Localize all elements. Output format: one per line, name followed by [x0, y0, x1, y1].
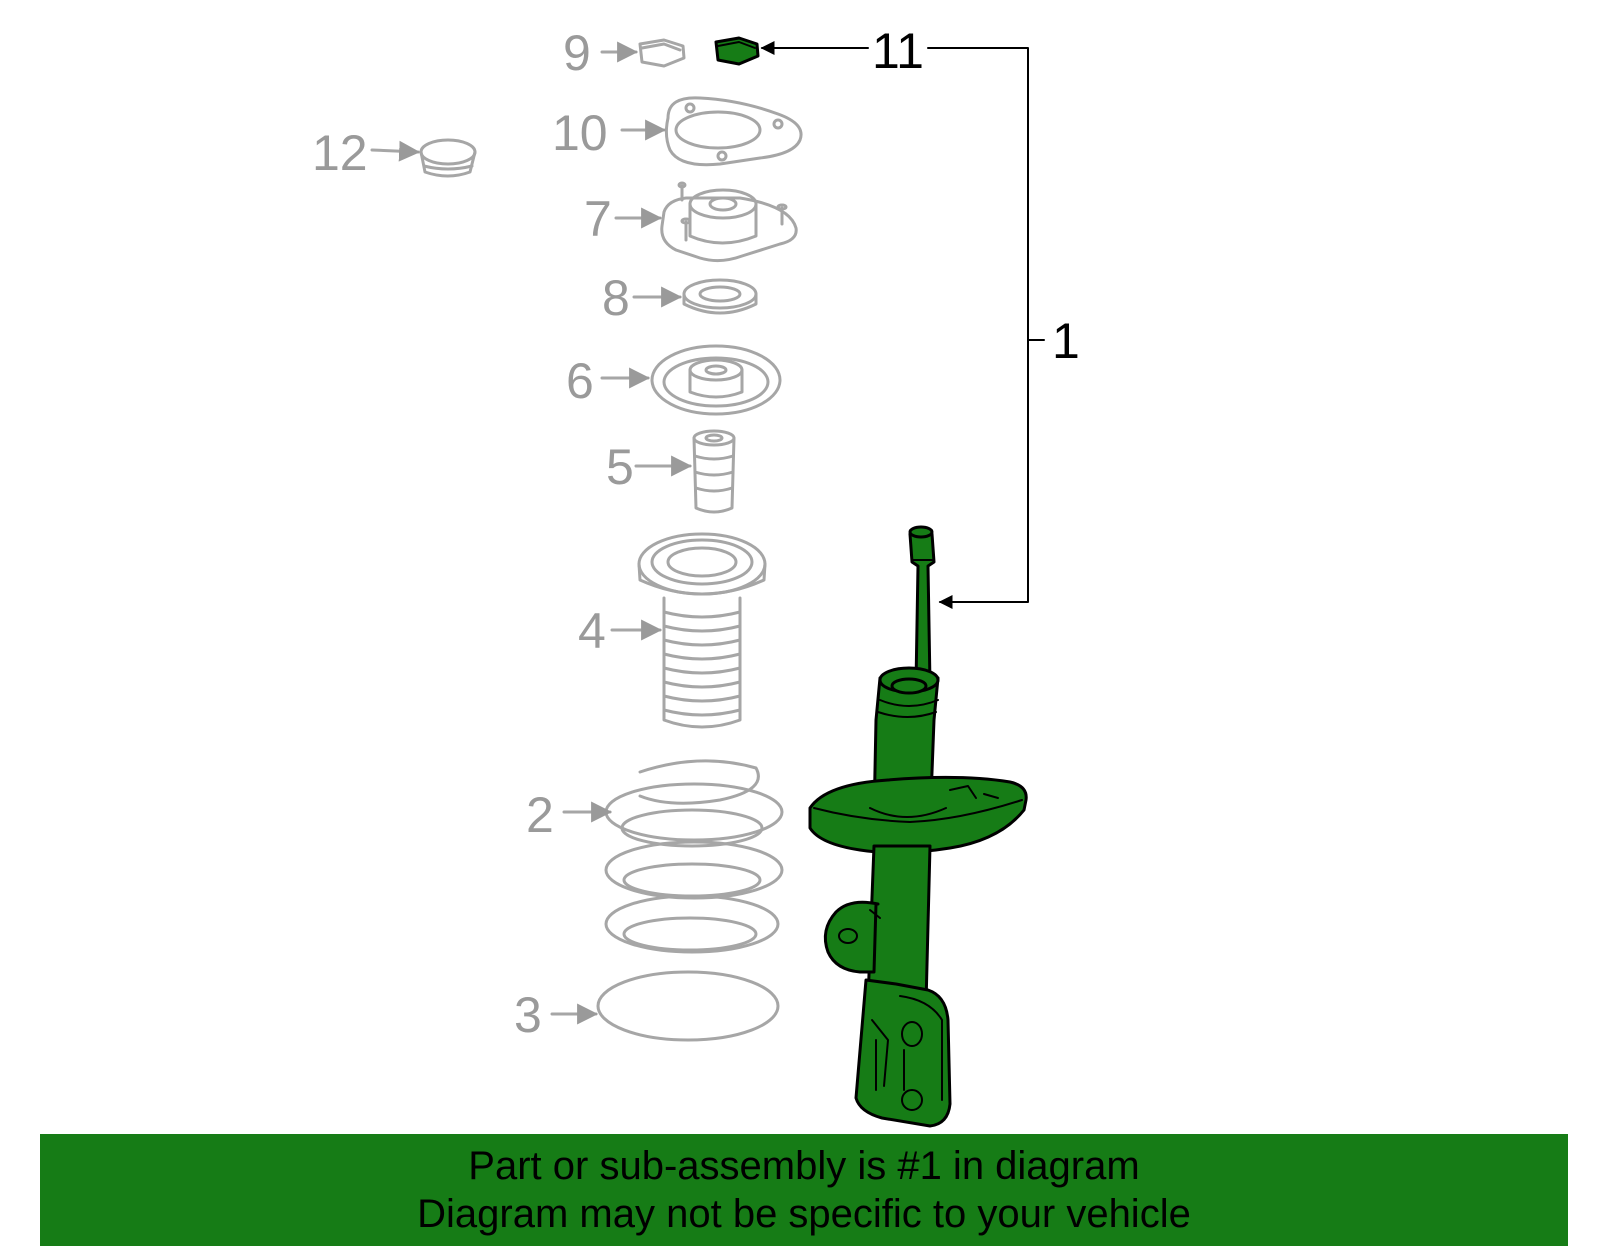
callout-9[interactable]: 9 — [563, 25, 591, 81]
callout-3[interactable]: 3 — [514, 987, 542, 1043]
callout-4[interactable]: 4 — [578, 603, 606, 659]
part-4-dust-boot[interactable] — [637, 532, 767, 729]
callout-12[interactable]: 12 — [312, 125, 368, 181]
callout-6[interactable]: 6 — [566, 353, 594, 409]
callout-12-arrow — [370, 140, 421, 162]
info-banner-bg — [40, 1134, 1568, 1246]
callout-1[interactable]: 1 — [1052, 313, 1080, 369]
part-8-bearing[interactable] — [682, 278, 758, 315]
part-11-nut[interactable] — [714, 36, 760, 66]
part-9-nut[interactable] — [638, 38, 686, 68]
part-1-strut-assembly[interactable] — [808, 525, 1028, 1128]
part-3-insulator[interactable] — [596, 970, 780, 1042]
part-6-spring-seat[interactable] — [650, 344, 782, 416]
callout-7[interactable]: 7 — [584, 191, 612, 247]
part-12-cap[interactable] — [419, 138, 477, 178]
callout-2[interactable]: 2 — [526, 787, 554, 843]
callout-1-bracket — [927, 47, 1045, 609]
part-2-coil-spring[interactable] — [604, 759, 784, 954]
part-5-bump-stop[interactable] — [692, 429, 736, 514]
callout-5[interactable]: 5 — [606, 439, 634, 495]
callout-10[interactable]: 10 — [552, 105, 608, 161]
part-7-upper-mount[interactable] — [660, 181, 798, 263]
info-banner: Part or sub-assembly is #1 in diagram Di… — [40, 1134, 1568, 1246]
callout-8[interactable]: 8 — [602, 270, 630, 326]
banner-line-2: Diagram may not be specific to your vehi… — [417, 1192, 1191, 1236]
part-10-mount-plate[interactable] — [664, 96, 803, 167]
callout-11[interactable]: 11 — [872, 23, 924, 79]
banner-line-1: Part or sub-assembly is #1 in diagram — [468, 1144, 1140, 1188]
